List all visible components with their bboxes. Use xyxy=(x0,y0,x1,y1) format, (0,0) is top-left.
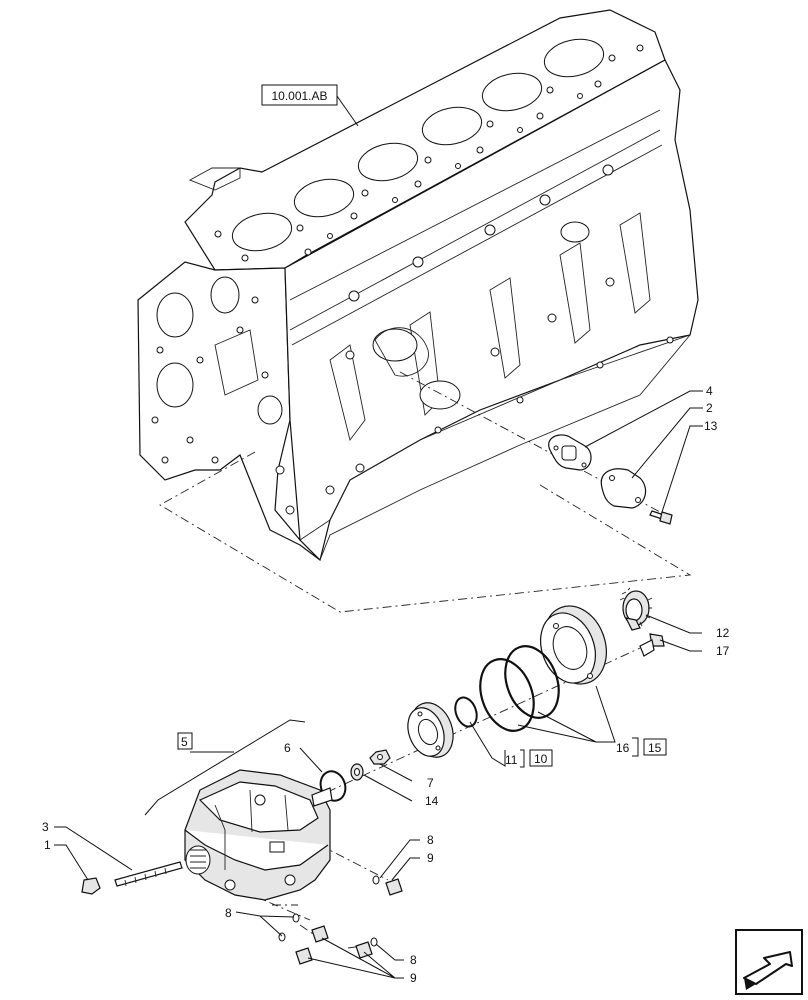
fittings-part-9 xyxy=(295,878,403,965)
bolt-part-17 xyxy=(639,633,665,657)
reference-label: 10.001.AB xyxy=(271,89,327,103)
seal-rings-part-8 xyxy=(278,875,380,947)
washer-part-14 xyxy=(350,763,364,781)
callout-15: 15 xyxy=(648,741,662,755)
injection-pump-part-5 xyxy=(81,769,333,901)
flange-part-10 xyxy=(407,702,454,758)
callout-box-15 xyxy=(643,738,667,756)
callout-13: 13 xyxy=(704,419,718,433)
callout-10: 10 xyxy=(534,752,548,766)
callout-box-5 xyxy=(177,732,193,750)
callout-8-right: 8 xyxy=(427,833,434,847)
callout-3: 3 xyxy=(42,820,49,834)
callout-5: 5 xyxy=(181,735,188,749)
callout-6: 6 xyxy=(284,741,291,755)
callout-9-bottom: 9 xyxy=(410,971,417,985)
arrow-back-icon[interactable] xyxy=(735,929,803,995)
callout-2: 2 xyxy=(706,401,713,415)
leader-lines xyxy=(54,95,703,979)
callout-7: 7 xyxy=(427,776,434,790)
callout-labels: 4 2 13 12 17 16 15 11 10 5 6 7 14 3 1 8 … xyxy=(42,384,730,985)
o-ring-pair-part-16 xyxy=(479,645,560,732)
callout-12: 12 xyxy=(716,626,730,640)
o-ring-part-6 xyxy=(319,770,347,802)
callout-11: 11 xyxy=(505,753,518,767)
callout-box-10 xyxy=(529,749,553,767)
o-ring-part-11 xyxy=(454,696,478,728)
reference-box xyxy=(261,84,338,106)
callout-9-right: 9 xyxy=(427,851,434,865)
nut-part-7 xyxy=(369,749,391,765)
bolt-part-13 xyxy=(649,510,673,525)
cover-plate-part-2 xyxy=(600,468,647,509)
gasket-part-4 xyxy=(548,434,592,471)
pump-housing-part-15 xyxy=(540,605,607,685)
gear-part-12 xyxy=(619,587,653,631)
callout-8-bottom: 8 xyxy=(410,953,417,967)
callout-4: 4 xyxy=(706,384,713,398)
callout-14: 14 xyxy=(425,794,439,808)
callout-1: 1 xyxy=(44,838,51,852)
callout-17: 17 xyxy=(716,644,730,658)
callout-8-left: 8 xyxy=(225,906,232,920)
engine-block xyxy=(137,9,699,562)
callout-16: 16 xyxy=(616,741,630,755)
